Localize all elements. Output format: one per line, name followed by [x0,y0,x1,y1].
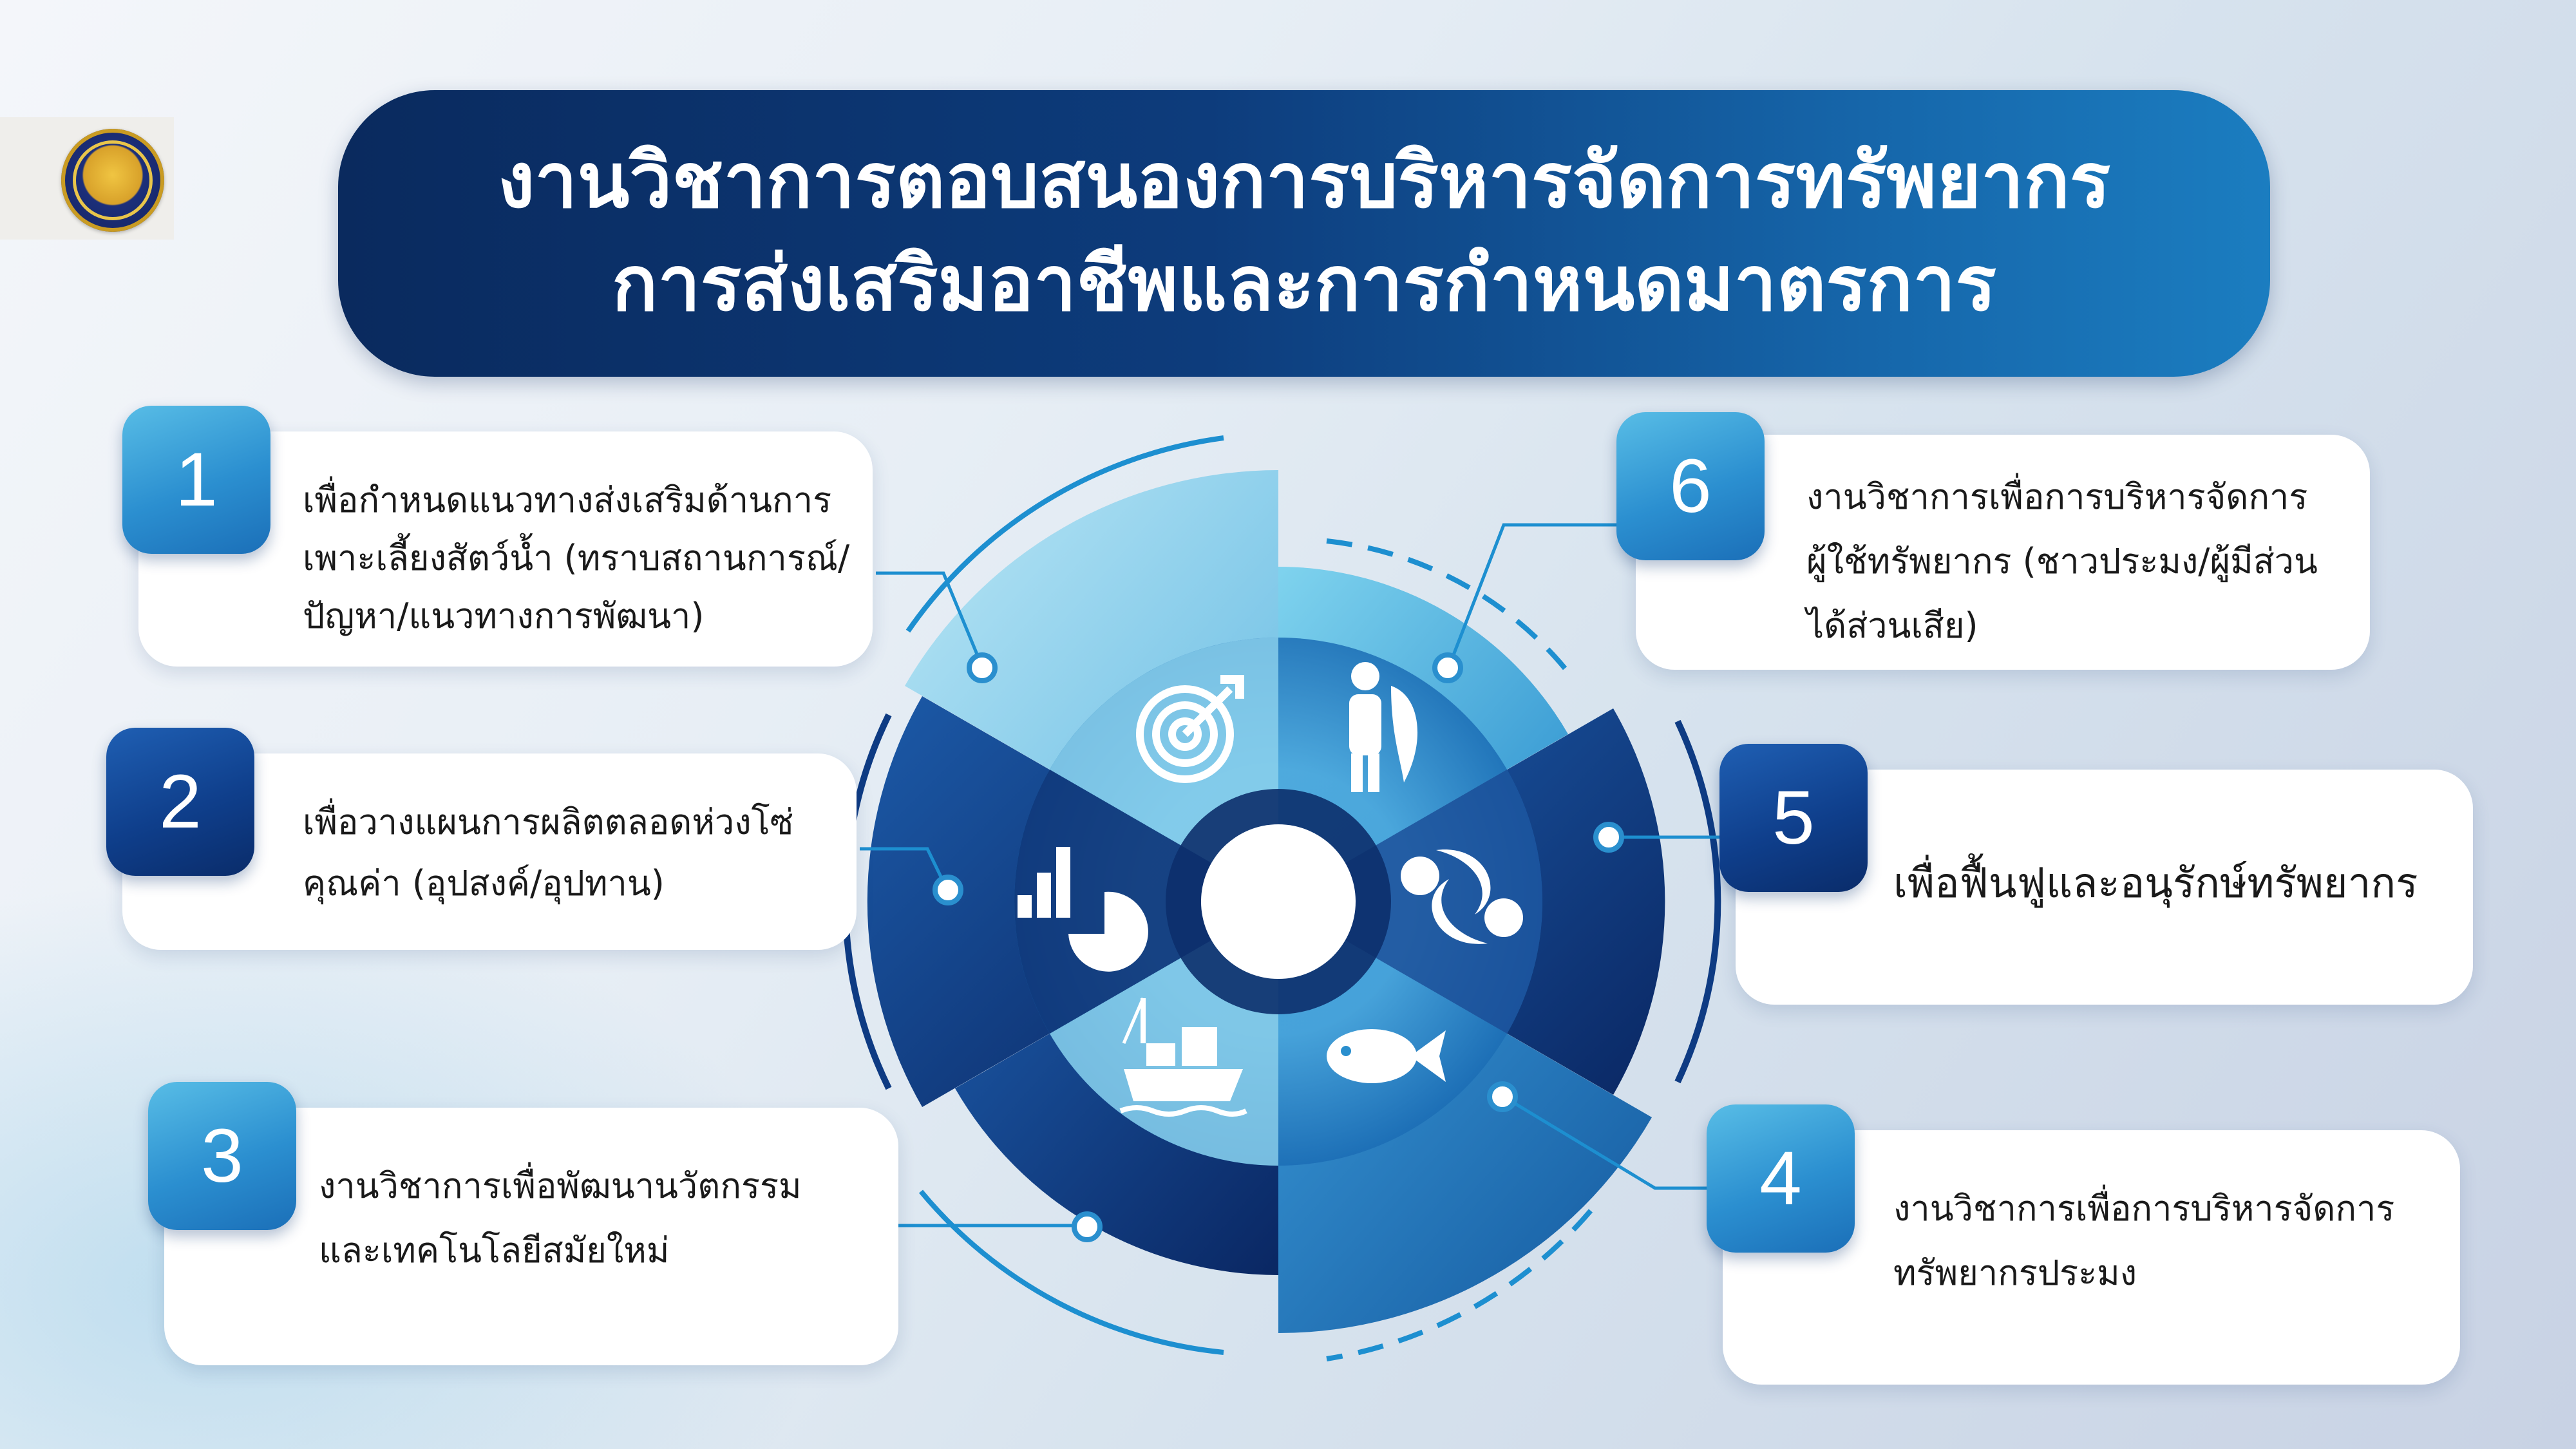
target-icon [1136,675,1244,783]
item-badge-2: 2 [106,728,254,876]
marker-6 [1432,652,1463,683]
item-5-line-1: เพื่อฟื้นฟูและอนุรักษ์ทรัพยากร [1893,860,2418,907]
connector-4 [1502,1095,1713,1190]
item-6-line-2: ผู้ใช้ทรัพยากร (ชาวประมง/ผู้มีส่วน [1806,541,2318,582]
outer-arc-right [1674,719,1721,1084]
outer-arc-bottom-left [918,1189,1224,1355]
item-badge-4: 4 [1707,1104,1855,1253]
marker-4 [1487,1081,1518,1112]
outer-arc-bottom-right [1326,1209,1593,1361]
fishing-boat-icon [1119,998,1247,1117]
connector-6 [1447,523,1626,667]
item-1-line-2: เพาะเลี้ยงสัตว์น้ำ (ทราบสถานการณ์/ [303,538,850,578]
inner-slice-mid-right [1278,770,1542,1034]
item-badge-3: 3 [148,1082,296,1230]
item-2-line-2: คุณค่า (อุปสงค์/อุปทาน) [303,863,665,904]
item-4-line-2: ทรัพยากรประมง [1893,1253,2137,1293]
outer-arc-top-right [1326,538,1574,678]
item-1-line-3: ปัญหา/แนวทางการพัฒนา) [303,596,705,636]
connector-2 [860,847,949,890]
item-2-line-1: เพื่อวางแผนการผลิตตลอดห่วงโซ่ [303,802,794,842]
marker-1 [967,652,998,683]
connector-1 [876,571,984,667]
department-seal-logo [61,129,164,232]
marker-5 [1593,822,1624,853]
core-white [1201,824,1356,979]
fisherman-icon [1349,662,1418,792]
fish-icon [1327,1029,1446,1083]
seal-ring [73,140,153,220]
item-3-line-1: งานวิชาการเพื่อพัฒนานวัตกรรม [319,1166,802,1206]
title-line-1: งานวิชาการตอบสนองการบริหารจัดการทรัพยากร [497,136,2111,225]
item-6-line-1: งานวิชาการเพื่อการบริหารจัดการ [1806,477,2308,517]
title-banner: งานวิชาการตอบสนองการบริหารจัดการทรัพยากร… [338,90,2270,377]
item-3-line-2: และเทคโนโลยีสมัยใหม่ [319,1230,670,1271]
item-4-line-1: งานวิชาการเพื่อการบริหารจัดการ [1893,1188,2395,1229]
item-badge-6: 6 [1616,412,1765,560]
item-1-line-1: เพื่อกำหนดแนวทางส่งเสริมด้านการ [303,480,832,520]
marker-2 [933,875,963,905]
outer-arc-top-left [905,435,1224,633]
title-line-2: การส่งเสริมอาชีพและการกำหนดมาตรการ [612,239,1996,328]
chart-icon [1018,847,1148,972]
marker-3 [1072,1211,1103,1242]
item-badge-1: 1 [122,406,270,554]
inner-slice-dark-left [1014,770,1278,1034]
item-badge-5: 5 [1719,744,1868,892]
item-6-line-3: ได้ส่วนเสีย) [1806,605,1978,646]
fish-pair-icon [1401,849,1523,944]
